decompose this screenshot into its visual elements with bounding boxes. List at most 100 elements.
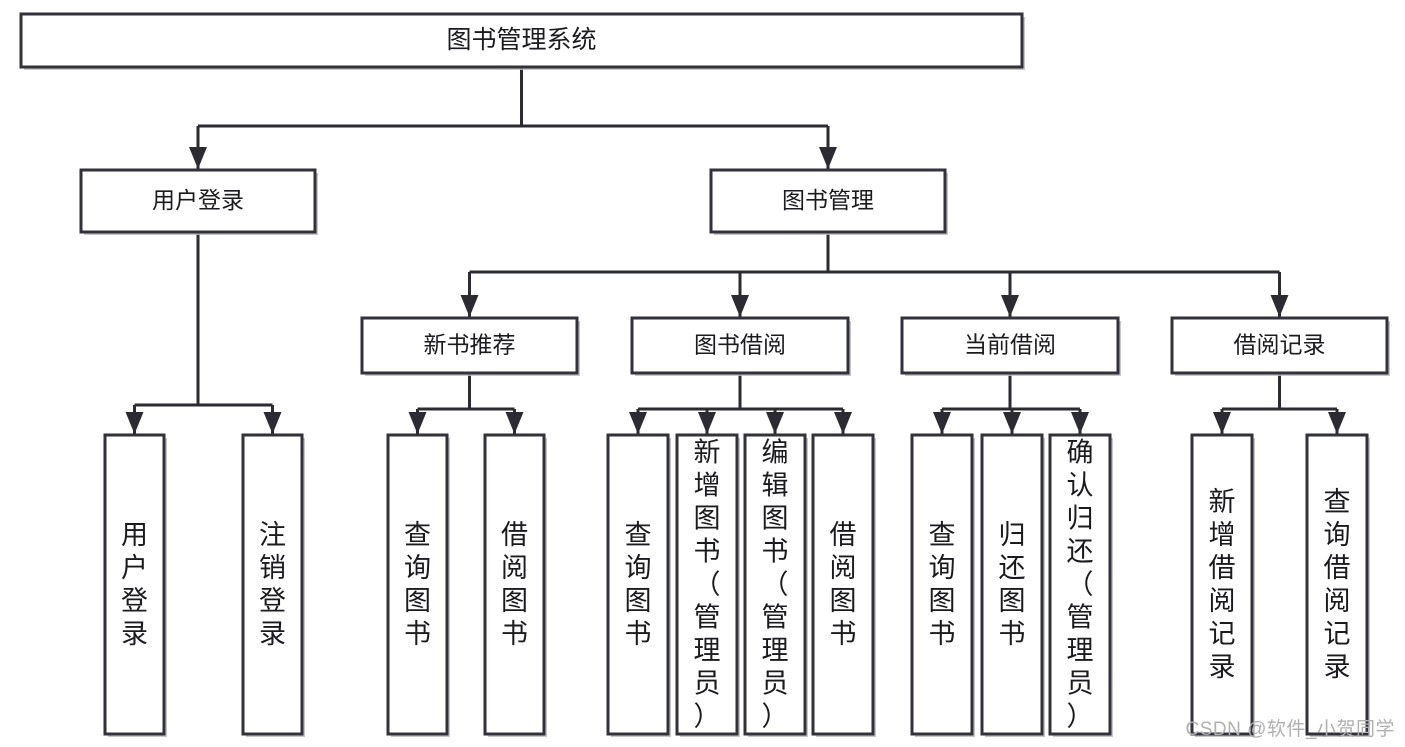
node-level3-2[interactable]: 图书借阅 — [630, 316, 851, 376]
svg-text:辑: 辑 — [762, 471, 789, 501]
arrow-head — [731, 295, 749, 317]
svg-text:管: 管 — [1067, 603, 1094, 633]
node-label: 新书推荐 — [424, 332, 516, 358]
svg-text:图: 图 — [694, 504, 721, 534]
arrow-head — [933, 412, 951, 434]
svg-text:增: 增 — [1209, 520, 1236, 550]
svg-text:（: （ — [762, 570, 789, 600]
node-level3-4[interactable]: 借阅记录 — [1170, 316, 1390, 376]
svg-text:还: 还 — [999, 553, 1026, 583]
arrow-head — [460, 295, 479, 317]
svg-text:销: 销 — [259, 553, 286, 583]
svg-text:查: 查 — [404, 520, 431, 550]
svg-text:记: 记 — [1324, 619, 1351, 649]
connector-group — [189, 67, 837, 169]
svg-text:理: 理 — [762, 636, 789, 666]
arrow-head — [698, 412, 716, 434]
svg-text:借: 借 — [1324, 553, 1351, 583]
box-outline — [900, 316, 1120, 375]
svg-text:询: 询 — [404, 553, 431, 583]
connector-group — [408, 373, 524, 434]
svg-text:（: （ — [694, 570, 721, 600]
node-leaf-1[interactable]: 用户登录 — [103, 433, 167, 737]
svg-text:确: 确 — [1067, 438, 1094, 468]
node-root[interactable]: 图书管理系统 — [19, 12, 1025, 70]
svg-text:询: 询 — [1324, 520, 1351, 550]
box-outline — [103, 433, 166, 736]
node-label: 借阅记录 — [1234, 332, 1326, 358]
svg-text:询: 询 — [929, 553, 956, 583]
svg-text:书: 书 — [830, 619, 857, 649]
connector-group — [125, 232, 282, 434]
node-label: 当前借阅 — [964, 332, 1056, 358]
svg-text:书: 书 — [404, 619, 431, 649]
connector-group — [1213, 373, 1346, 434]
node-level2-1[interactable]: 用户登录 — [79, 168, 318, 235]
box-outline — [19, 12, 1024, 69]
svg-text:员: 员 — [762, 669, 789, 699]
svg-text:增: 增 — [694, 471, 721, 501]
svg-text:新: 新 — [1209, 487, 1236, 517]
watermark-label: CSDN @软件_小贺同学 — [1185, 719, 1395, 740]
svg-text:阅: 阅 — [830, 553, 857, 583]
svg-text:借: 借 — [1209, 553, 1236, 583]
node-level2-2[interactable]: 图书管理 — [709, 168, 948, 235]
svg-text:归: 归 — [1067, 504, 1094, 534]
svg-text:员: 员 — [1067, 669, 1094, 699]
arrow-head — [1213, 412, 1231, 434]
svg-text:图: 图 — [762, 504, 789, 534]
arrow-head — [125, 412, 144, 434]
node-label: 用户登录 — [152, 187, 244, 213]
box-outline — [1305, 433, 1369, 736]
box-outline — [910, 433, 974, 736]
box-outline — [709, 168, 947, 234]
svg-text:户: 户 — [121, 553, 148, 583]
svg-text:书: 书 — [762, 537, 789, 567]
svg-text:图: 图 — [501, 586, 528, 616]
box-outline — [1190, 433, 1254, 736]
svg-text:借: 借 — [501, 520, 528, 550]
svg-text:理: 理 — [694, 636, 721, 666]
arrow-head — [408, 412, 427, 434]
connector-group — [933, 373, 1089, 434]
box-outline — [483, 433, 546, 736]
svg-text:管: 管 — [762, 603, 789, 633]
node-label: 图书借阅 — [694, 332, 786, 358]
node-level3-1[interactable]: 新书推荐 — [360, 316, 580, 376]
arrow-head — [766, 412, 784, 434]
arrow-head — [834, 412, 852, 434]
arrow-head — [1071, 412, 1089, 434]
svg-text:用: 用 — [121, 520, 148, 550]
arrow-head — [1270, 295, 1289, 317]
box-outline — [630, 316, 850, 375]
svg-text:查: 查 — [929, 520, 956, 550]
arrow-head — [263, 412, 282, 434]
node-level3-3[interactable]: 当前借阅 — [900, 316, 1121, 376]
svg-text:还: 还 — [1067, 537, 1094, 567]
svg-text:借: 借 — [830, 520, 857, 550]
svg-text:阅: 阅 — [501, 553, 528, 583]
box-outline — [1170, 316, 1389, 375]
svg-text:图: 图 — [999, 586, 1026, 616]
